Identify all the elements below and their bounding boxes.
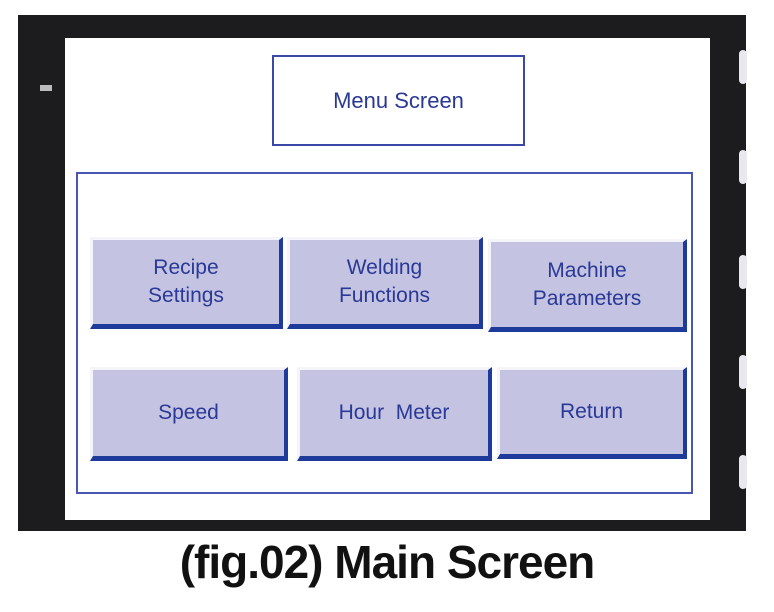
welding-functions-button[interactable]: Welding Functions bbox=[287, 237, 483, 329]
return-button[interactable]: Return bbox=[497, 367, 687, 459]
recipe-settings-button[interactable]: Recipe Settings bbox=[90, 237, 283, 329]
bezel-indicator bbox=[40, 85, 52, 91]
side-button bbox=[739, 255, 747, 289]
side-button bbox=[739, 50, 747, 84]
side-button bbox=[739, 355, 747, 389]
menu-panel: Recipe Settings Welding Functions Machin… bbox=[76, 172, 693, 494]
screen-title: Menu Screen bbox=[272, 55, 525, 146]
speed-button[interactable]: Speed bbox=[90, 367, 288, 461]
side-button bbox=[739, 150, 747, 184]
hour-meter-button[interactable]: Hour Meter bbox=[297, 367, 492, 461]
side-button bbox=[739, 455, 747, 489]
hmi-screen: Menu Screen Recipe Settings Welding Func… bbox=[65, 38, 710, 520]
figure-caption: (fig.02) Main Screen bbox=[179, 536, 596, 588]
machine-parameters-button[interactable]: Machine Parameters bbox=[488, 239, 687, 332]
